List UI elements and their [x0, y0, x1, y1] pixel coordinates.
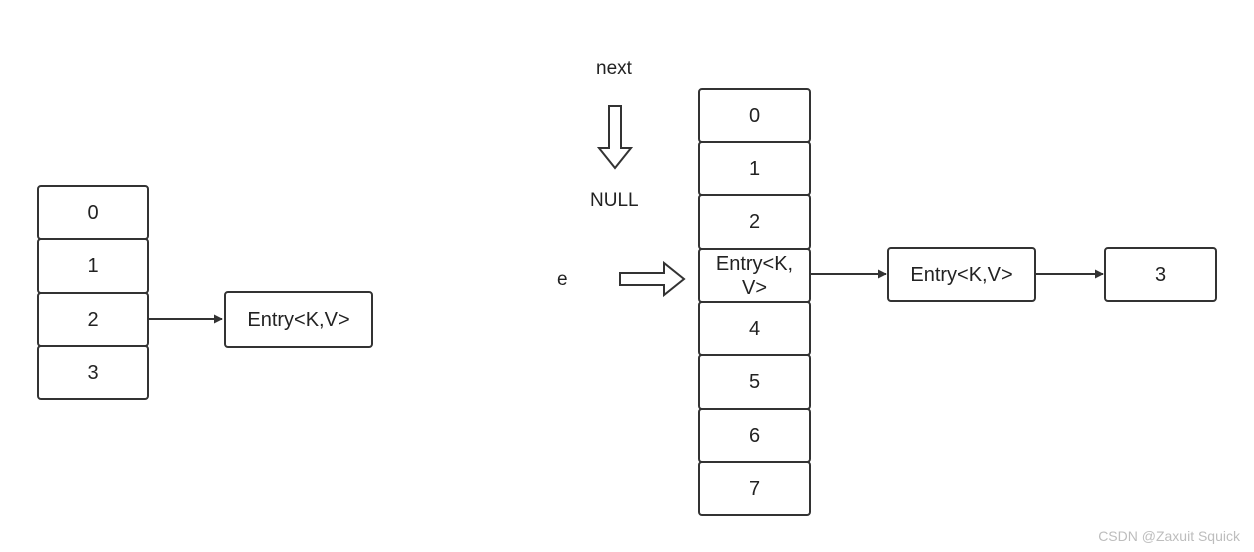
right-bucket-6: 6: [698, 408, 811, 463]
next-label: next: [596, 58, 632, 79]
right-bucket-0: 0: [698, 88, 811, 143]
chain-node-3: 3: [1104, 247, 1217, 302]
right-bucket-5: 5: [698, 354, 811, 410]
right-bucket-7: 7: [698, 461, 811, 516]
right-bucket-1: 1: [698, 141, 811, 196]
right-bucket-4: 4: [698, 301, 811, 356]
chain-entry-node: Entry<K,V>: [887, 247, 1036, 302]
right-bucket-2: 2: [698, 194, 811, 250]
left-bucket-1: 1: [37, 238, 149, 294]
left-bucket-0: 0: [37, 185, 149, 240]
next-down-hollow-arrow: [596, 105, 634, 170]
left-bucket-3: 3: [37, 345, 149, 400]
null-label: NULL: [590, 190, 639, 211]
left-entry-node: Entry<K,V>: [224, 291, 373, 348]
right-bucket-entry: Entry<K, V>: [698, 248, 811, 303]
e-label: e: [557, 269, 568, 290]
e-right-hollow-arrow: [619, 260, 686, 298]
left-bucket-2: 2: [37, 292, 149, 347]
watermark: CSDN @Zaxuit Squick: [1098, 528, 1240, 544]
